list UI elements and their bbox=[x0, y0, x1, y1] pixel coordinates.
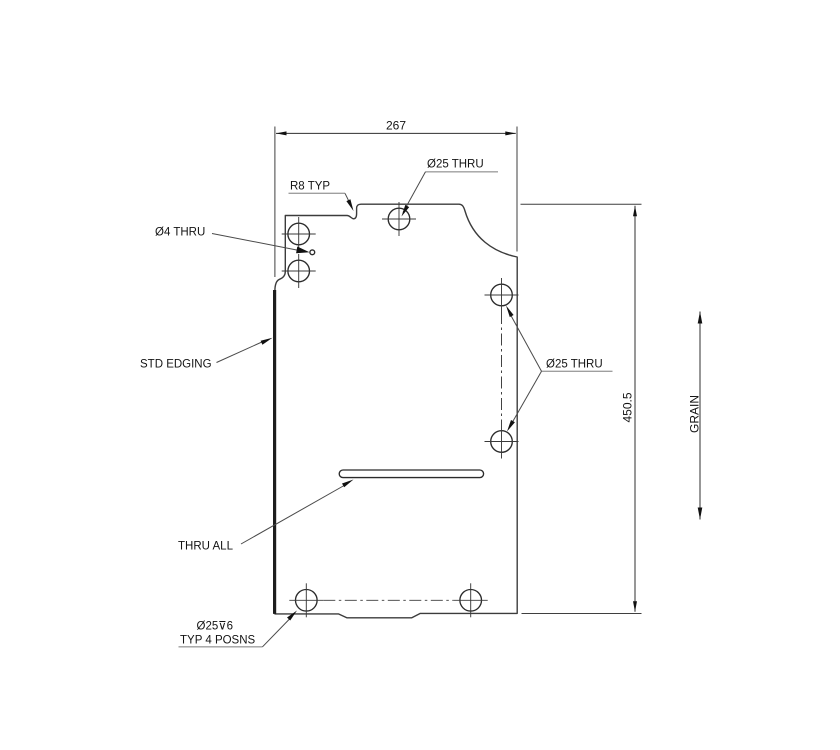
note-small-hole-arrow bbox=[296, 246, 310, 254]
note-slot-label: THRU ALL bbox=[178, 541, 234, 553]
note-hole-top: Ø25 THRU bbox=[401, 159, 498, 217]
slot-cutout bbox=[338, 469, 485, 479]
hole-right-lower-dia25 bbox=[484, 424, 519, 459]
dim-height-label: 450.5 bbox=[621, 392, 635, 422]
hole-cbore-topleft-1 bbox=[281, 217, 316, 251]
note-side-holes-label: Ø25 THRU bbox=[546, 359, 603, 371]
dim-height-arrow-top bbox=[633, 205, 637, 217]
note-side-holes: Ø25 THRU bbox=[506, 305, 613, 432]
note-edging-leader bbox=[216, 341, 264, 363]
note-edging-label: STD EDGING bbox=[140, 359, 212, 371]
dim-width-label: 267 bbox=[386, 119, 406, 133]
dim-width-arrow-right bbox=[505, 131, 516, 136]
note-cbore-arrow bbox=[287, 610, 297, 621]
note-hole-top-arrow bbox=[401, 204, 410, 217]
note-side-holes-arrow-upper bbox=[506, 305, 514, 318]
dim-height-arrow-bottom bbox=[633, 601, 637, 612]
note-radius-label: R8 TYP bbox=[290, 181, 330, 193]
grain-arrow-top bbox=[697, 311, 703, 324]
note-cbore-label-line2: TYP 4 POSNS bbox=[180, 635, 256, 647]
hole-top-dia25 bbox=[382, 202, 416, 236]
dim-height: 450.5 bbox=[520, 203, 642, 614]
note-hole-top-label: Ø25 THRU bbox=[427, 159, 484, 171]
note-side-holes-arrow-lower bbox=[507, 420, 515, 432]
grain-symbol: GRAIN bbox=[688, 311, 703, 520]
note-cbore-leader bbox=[262, 618, 291, 648]
hole-right-upper-dia25 bbox=[484, 278, 519, 312]
note-edging-arrow bbox=[260, 337, 273, 345]
note-side-holes-leader-upper bbox=[508, 311, 542, 372]
note-cbore-label-line1: Ø25⊽6 bbox=[197, 621, 234, 633]
hole-cbore-bottom-left bbox=[289, 583, 324, 618]
part-outline bbox=[274, 203, 518, 619]
dim-width-arrow-left bbox=[276, 131, 287, 136]
note-edging: STD EDGING bbox=[140, 337, 273, 371]
note-small-hole-label: Ø4 THRU bbox=[155, 227, 205, 239]
note-small-hole: Ø4 THRU bbox=[155, 227, 316, 256]
dim-width: 267 bbox=[274, 119, 518, 277]
note-cbore: Ø25⊽6 TYP 4 POSNS bbox=[178, 610, 297, 648]
note-slot: THRU ALL bbox=[178, 479, 354, 553]
note-slot-leader bbox=[240, 484, 346, 545]
grain-label: GRAIN bbox=[688, 395, 702, 433]
note-radius-arrow bbox=[346, 199, 354, 211]
note-side-holes-leader-lower bbox=[510, 371, 542, 426]
grain-arrow-bottom bbox=[697, 507, 703, 520]
note-slot-arrow bbox=[342, 479, 354, 488]
note-radius: R8 TYP bbox=[288, 181, 354, 211]
note-small-hole-leader bbox=[211, 233, 299, 251]
hole-cbore-topleft-2 bbox=[281, 254, 316, 288]
hole-cbore-bottom-right bbox=[453, 583, 488, 618]
hole-small-dia4 bbox=[309, 249, 316, 256]
note-hole-top-leader bbox=[402, 171, 426, 213]
